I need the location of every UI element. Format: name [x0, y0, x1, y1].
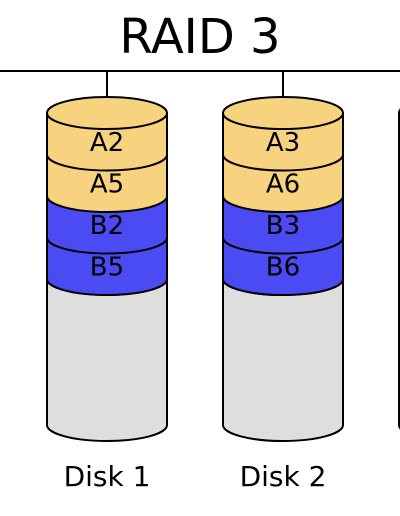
block-label: B3: [266, 211, 300, 241]
disk-top-cap: [222, 96, 344, 130]
block-label: A2: [90, 128, 124, 158]
disk-empty-space: [222, 278, 344, 442]
disk-label: Disk 1: [64, 460, 151, 493]
block-label: B6: [266, 252, 300, 282]
disk-top-cap: [46, 96, 168, 130]
block-label: A3: [266, 128, 300, 158]
diagram-title: RAID 3: [119, 9, 280, 65]
disk-label: Disk 2: [240, 460, 327, 493]
block-label: A5: [90, 169, 124, 199]
disk-empty-space: [46, 278, 168, 442]
block-label: A6: [266, 169, 300, 199]
block-label: B2: [90, 211, 124, 241]
block-label: B5: [90, 252, 124, 282]
